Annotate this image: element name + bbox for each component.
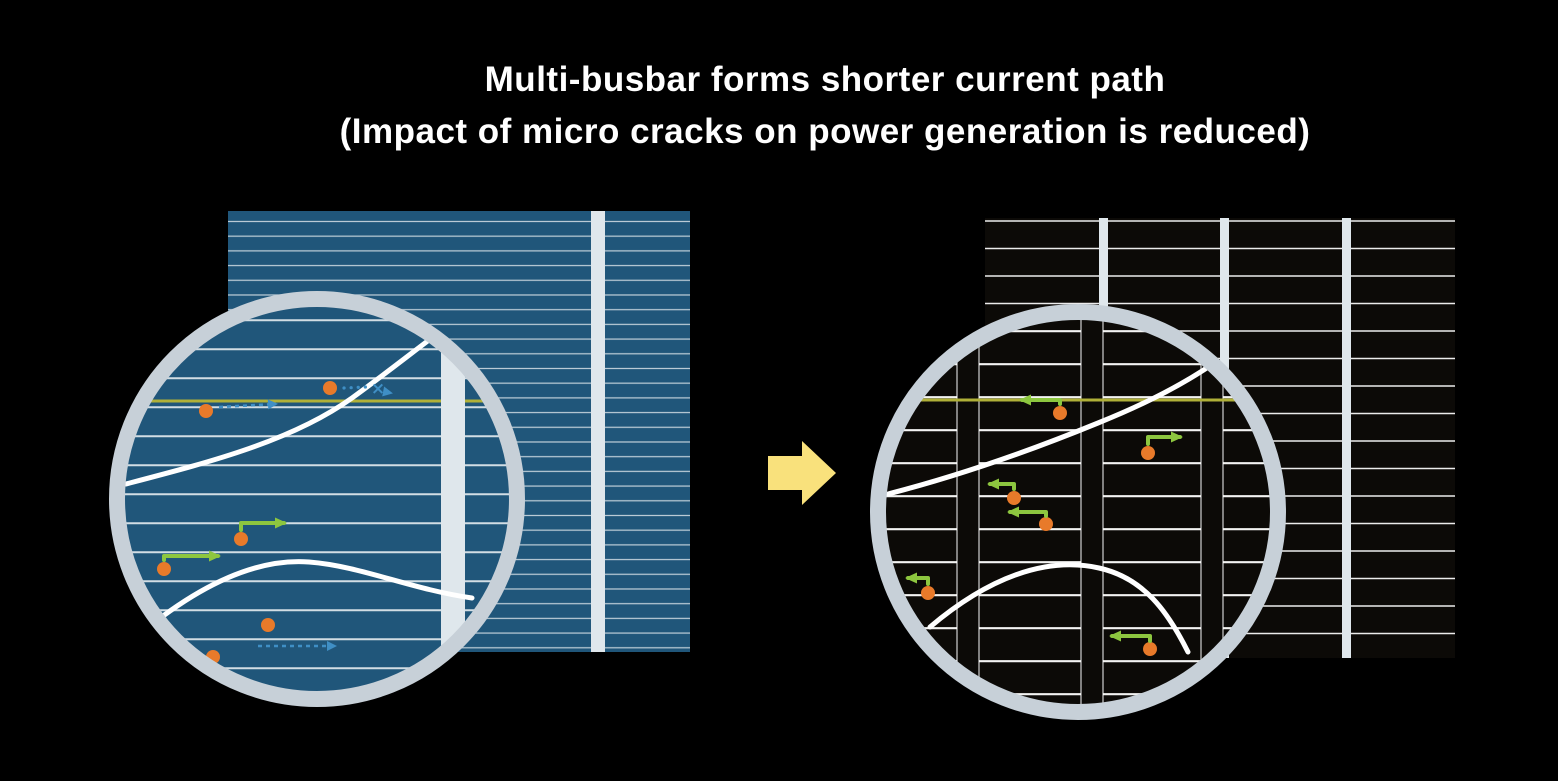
transition-arrow-icon (768, 441, 836, 505)
electron-dot (1143, 642, 1157, 656)
right-magnifier-ring (870, 304, 1286, 720)
right-crack-lower (927, 562, 1191, 655)
short-path-arrow (987, 478, 1016, 491)
short-path-arrow (1109, 630, 1152, 643)
electron-dot (1053, 406, 1067, 420)
left-long-path-electron-1 (199, 399, 278, 418)
right-short-path-electron-5 (905, 572, 935, 600)
electron-dot (1039, 517, 1053, 531)
right-magnifier (870, 304, 1286, 720)
electron-dot (1141, 446, 1155, 460)
electron-dot (261, 618, 275, 632)
busbar-column (1081, 319, 1103, 705)
short-path-arrow (239, 517, 287, 532)
right-short-path-electron-6 (1109, 630, 1157, 656)
right-crack-upper (885, 353, 1227, 497)
left-cell-busbar (591, 211, 605, 652)
left-short-path-electron-1 (234, 517, 287, 546)
short-path-arrow (1007, 506, 1048, 518)
electron-dot (323, 381, 337, 395)
short-path-arrow (162, 550, 221, 562)
left-magnifier: × (109, 291, 525, 707)
figure-title: Multi-busbar forms shorter current path … (92, 54, 1558, 158)
right-short-path-electron-3 (987, 478, 1021, 505)
busbar-column (1201, 319, 1223, 705)
right-short-path-electron-1 (1019, 394, 1067, 420)
right-magnifier-busbar (1080, 319, 1104, 705)
electron-dot (199, 404, 213, 418)
blocked-x-mark: × (371, 379, 385, 399)
left-crack-lower (137, 559, 475, 637)
short-path-arrow (1146, 431, 1183, 446)
electron-dot (921, 586, 935, 600)
figure-title-line2: (Impact of micro cracks on power generat… (339, 112, 1311, 151)
right-cell-busbar (1342, 218, 1351, 658)
left-crack-upper (124, 317, 459, 487)
right-magnifier-busbar (956, 319, 980, 705)
left-magnifier-ring (109, 291, 525, 707)
right-short-path-electron-4 (1007, 506, 1053, 531)
electron-dot (157, 562, 171, 576)
electron-dot (234, 532, 248, 546)
busbar-column (957, 319, 979, 705)
deflected-arrow (382, 386, 393, 397)
left-short-path-electron-2 (157, 550, 221, 576)
long-path-arrow (218, 399, 278, 410)
figure-title-line1: Multi-busbar forms shorter current path (484, 60, 1166, 99)
right-short-path-electron-2 (1141, 431, 1183, 460)
short-path-arrow (1019, 394, 1062, 406)
left-blocked-electron: × (323, 379, 393, 399)
short-path-arrow (905, 572, 930, 586)
electron-dot (1007, 491, 1021, 505)
